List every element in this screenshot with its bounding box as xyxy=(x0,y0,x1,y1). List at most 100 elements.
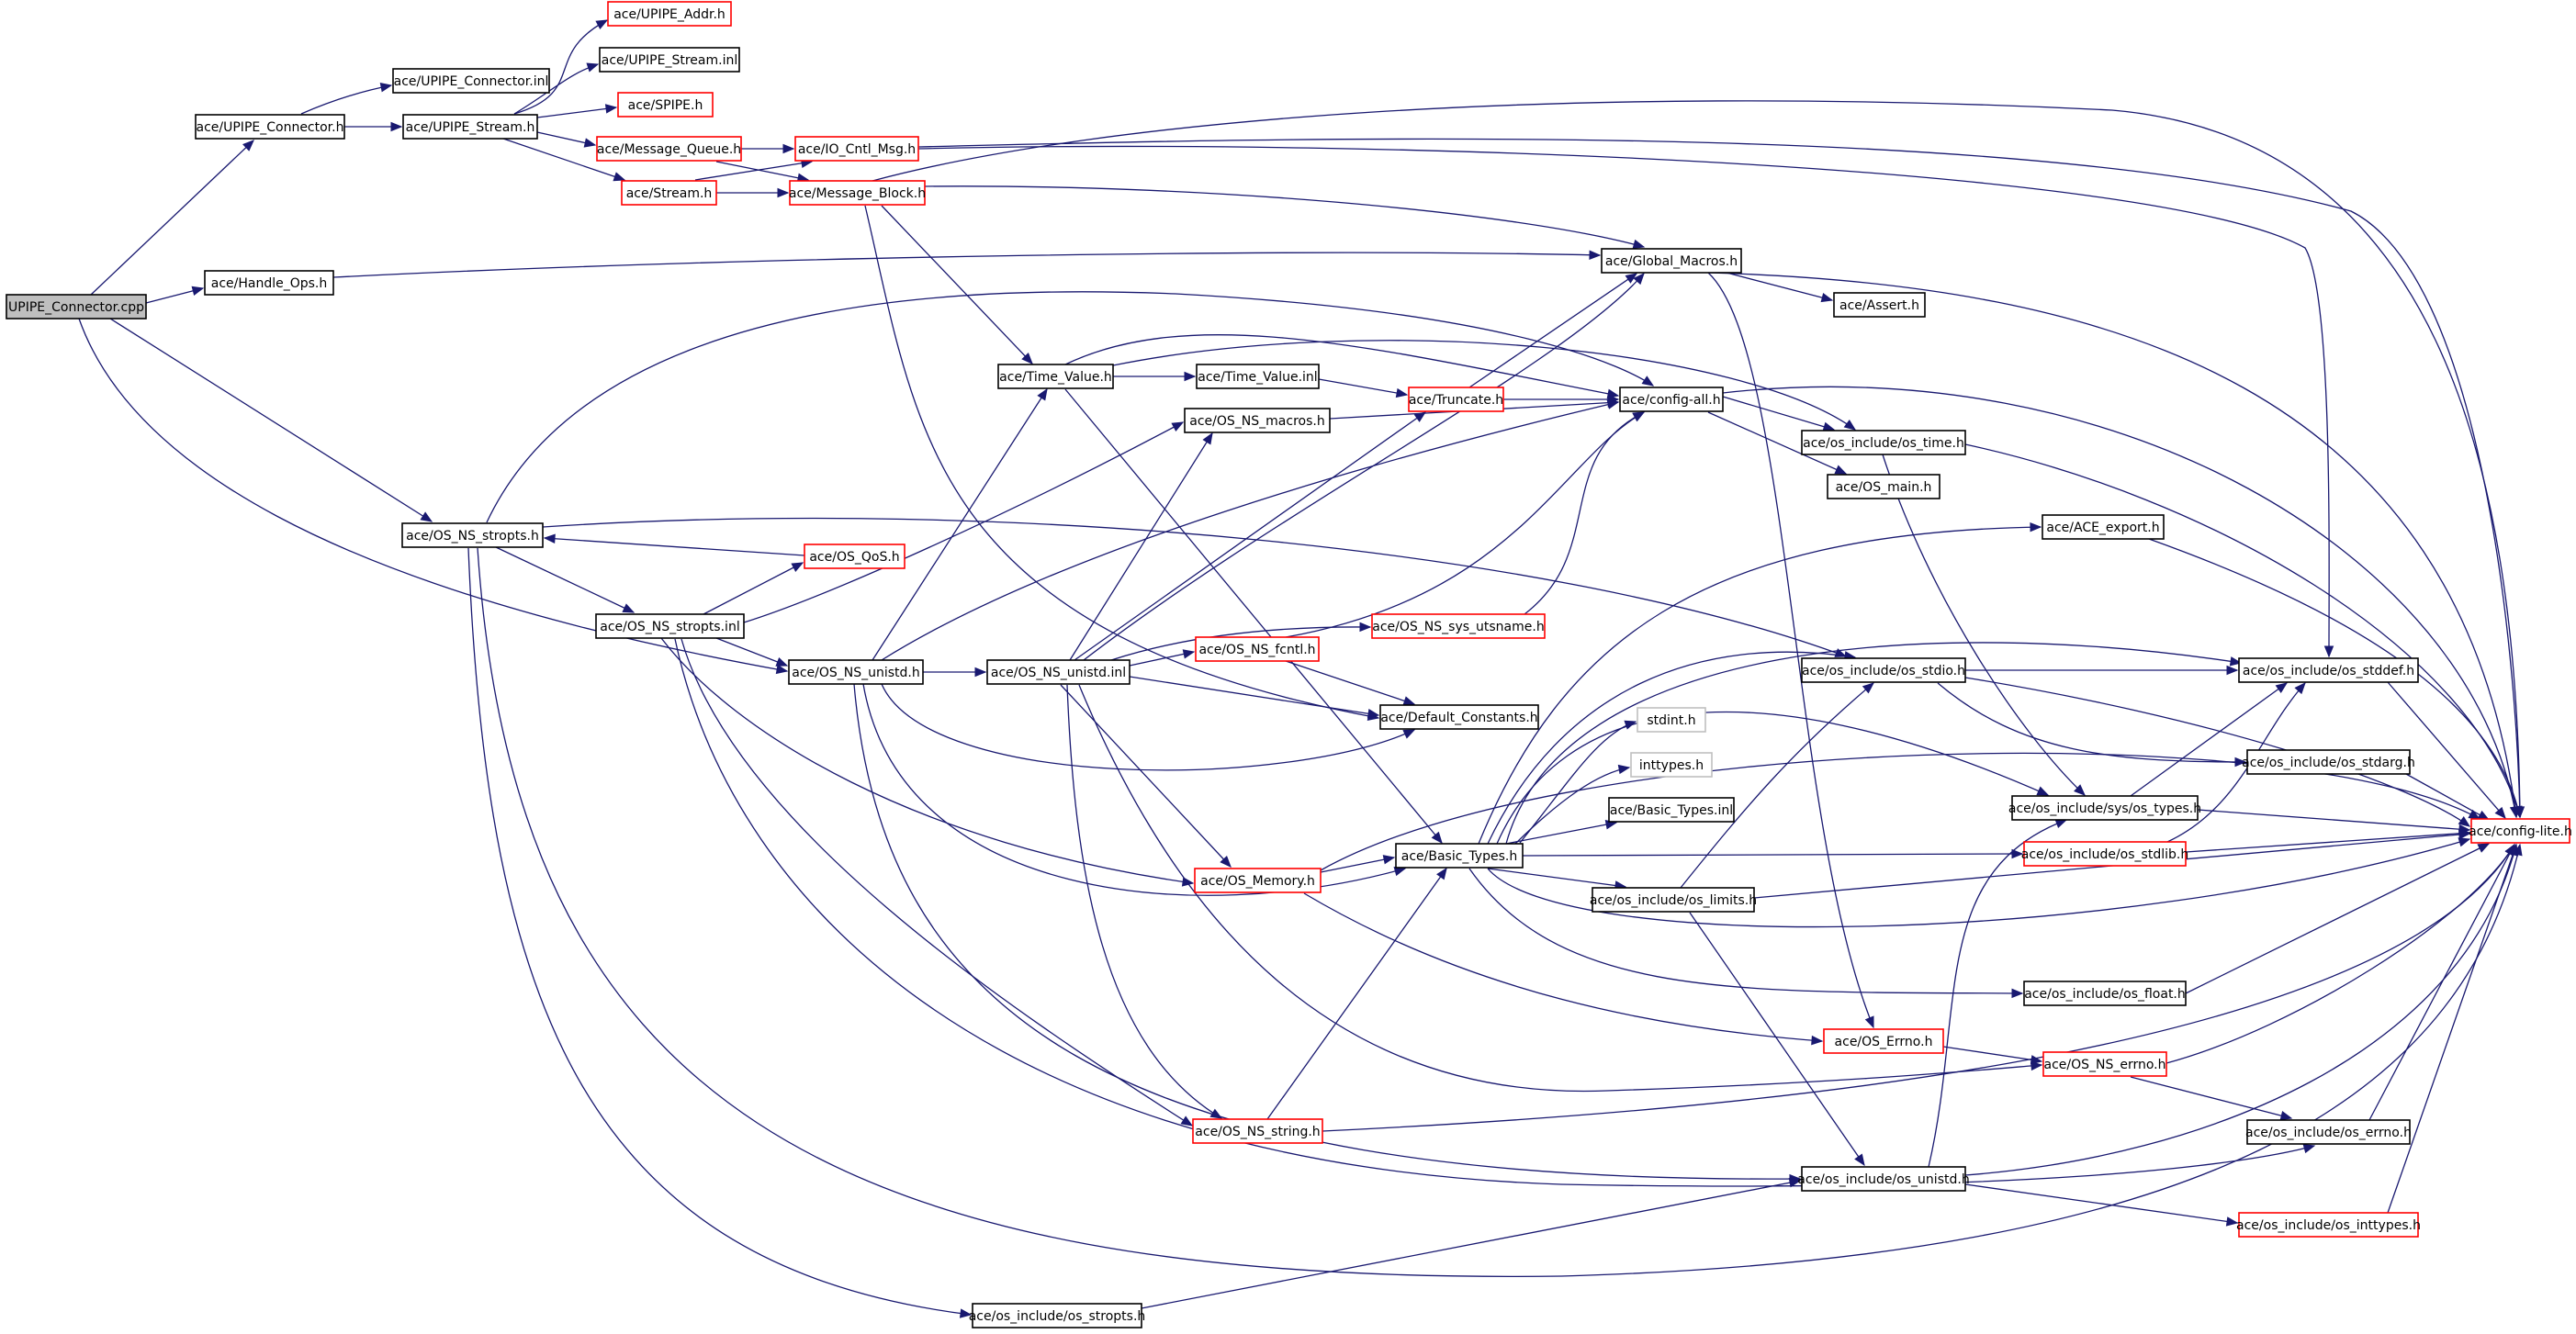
node-os_memory[interactable]: ace/OS_Memory.h xyxy=(1194,868,1322,893)
node-os_ns_fcntl[interactable]: ace/OS_NS_fcntl.h xyxy=(1195,636,1320,662)
node-label: ace/OS_QoS.h xyxy=(809,550,899,565)
node-box xyxy=(1619,387,1724,412)
node-os_stropts[interactable]: ace/os_include/os_stropts.h xyxy=(969,1303,1146,1328)
edge-arrowhead xyxy=(1862,682,1875,694)
node-os_ns_macros[interactable]: ace/OS_NS_macros.h xyxy=(1184,408,1331,433)
edge-arrowhead xyxy=(191,286,205,296)
edge-line xyxy=(2130,682,2288,797)
node-os_ns_unistd_inl[interactable]: ace/OS_NS_unistd.inl xyxy=(986,659,1131,685)
edge-basic_types_h-to-os_float xyxy=(1468,868,2024,999)
node-time_value_inl[interactable]: ace/Time_Value.inl xyxy=(1196,364,1320,389)
node-os_ns_sys_utsname[interactable]: ace/OS_NS_sys_utsname.h xyxy=(1371,613,1546,639)
node-truncate[interactable]: ace/Truncate.h xyxy=(1408,387,1504,412)
node-box xyxy=(1196,364,1320,389)
edge-arrowhead xyxy=(2226,665,2239,676)
node-os_main[interactable]: ace/OS_main.h xyxy=(1827,474,1940,499)
node-os_inttypes[interactable]: ace/os_include/os_inttypes.h xyxy=(2236,1212,2421,1238)
node-os_ns_string[interactable]: ace/OS_NS_string.h xyxy=(1192,1118,1323,1144)
node-os_stdarg[interactable]: ace/os_include/os_stdarg.h xyxy=(2242,749,2415,775)
edge-arrowhead xyxy=(1171,421,1185,432)
edge-arrowhead xyxy=(1617,764,1631,775)
node-label: ace/Default_Constants.h xyxy=(1380,711,1537,725)
edge-global_macros-to-os_errno_h xyxy=(1707,272,1874,1029)
edge-line xyxy=(495,546,635,613)
edge-config_all-to-os_main xyxy=(1707,411,1848,475)
node-box xyxy=(788,659,924,685)
edge-basic_types_h-to-os_stdlib xyxy=(1522,848,2024,859)
edge-handle_ops-to-global_macros xyxy=(332,250,1602,278)
node-os_time[interactable]: ace/os_include/os_time.h xyxy=(1801,430,1966,455)
node-label: ace/OS_NS_errno.h xyxy=(2043,1058,2165,1072)
edge-os_ns_errno-to-os_inc_errno xyxy=(2130,1076,2293,1121)
node-os_limits[interactable]: ace/os_include/os_limits.h xyxy=(1590,887,1757,913)
edge-line xyxy=(477,547,2521,1278)
edge-arrowhead xyxy=(1834,465,1848,475)
edge-os_unistd-to-os_inttypes xyxy=(1964,1183,2239,1227)
node-os_ns_errno[interactable]: ace/OS_NS_errno.h xyxy=(2042,1051,2167,1077)
edge-line xyxy=(694,161,813,181)
edge-line xyxy=(1964,443,2521,818)
edge-arrowhead xyxy=(2323,645,2334,658)
edge-line xyxy=(2130,1076,2292,1119)
edge-line xyxy=(1285,660,1415,705)
node-upipe_stream_h[interactable]: ace/UPIPE_Stream.h xyxy=(402,114,538,140)
node-os_stdlib[interactable]: ace/os_include/os_stdlib.h xyxy=(2021,841,2188,867)
node-os_inc_errno[interactable]: ace/os_include/os_errno.h xyxy=(2245,1119,2412,1145)
node-msg_block[interactable]: ace/Message_Block.h xyxy=(789,180,926,206)
node-label: ace/Basic_Types.inl xyxy=(1610,803,1733,818)
node-io_cntl[interactable]: ace/IO_Cntl_Msg.h xyxy=(794,136,919,162)
edge-line xyxy=(1478,526,2042,845)
edge-line xyxy=(1487,838,2470,928)
node-sys_os_types[interactable]: ace/os_include/sys/os_types.h xyxy=(2008,795,2201,821)
edge-line xyxy=(681,638,1193,1127)
node-stream_h[interactable]: ace/Stream.h xyxy=(621,180,717,206)
edge-arrowhead xyxy=(1180,1115,1194,1127)
node-os_stdio[interactable]: ace/os_include/os_stdio.h xyxy=(1801,657,1966,683)
node-os_ns_stropts_h[interactable]: ace/OS_NS_stropts.h xyxy=(401,522,544,548)
node-upipe_stream_inl[interactable]: ace/UPIPE_Stream.inl xyxy=(599,47,740,73)
edge-line xyxy=(1524,411,1645,615)
node-basic_types_inl[interactable]: ace/Basic_Types.inl xyxy=(1608,797,1735,823)
node-basic_types_h[interactable]: ace/Basic_Types.h xyxy=(1395,843,1524,869)
node-inttypes[interactable]: inttypes.h xyxy=(1630,752,1713,778)
node-os_errno_h[interactable]: ace/OS_Errno.h xyxy=(1823,1028,1944,1054)
node-os_float[interactable]: ace/os_include/os_float.h xyxy=(2023,981,2187,1006)
node-upipe_addr[interactable]: ace/UPIPE_Addr.h xyxy=(607,1,732,27)
node-stdint[interactable]: stdint.h xyxy=(1637,707,1706,733)
node-upipe_conn_h[interactable]: ace/UPIPE_Connector.h xyxy=(195,114,345,140)
node-os_ns_stropts_inl[interactable]: ace/OS_NS_stropts.inl xyxy=(595,613,745,639)
node-os_unistd[interactable]: ace/os_include/os_unistd.h xyxy=(1797,1166,1970,1192)
node-spipe[interactable]: ace/SPIPE.h xyxy=(617,92,714,118)
node-handle_ops[interactable]: ace/Handle_Ops.h xyxy=(204,270,334,296)
node-os_qos[interactable]: ace/OS_QoS.h xyxy=(804,544,906,569)
edge-basic_types_h-to-sys_os_types xyxy=(1496,711,2050,845)
edge-arrowhead xyxy=(2011,988,2024,999)
node-label: ace/Stream.h xyxy=(626,186,713,201)
node-ace_export[interactable]: ace/ACE_export.h xyxy=(2042,514,2165,540)
node-label: UPIPE_Connector.cpp xyxy=(8,300,144,315)
node-box xyxy=(1637,707,1706,733)
node-box xyxy=(6,294,147,319)
node-assert_h[interactable]: ace/Assert.h xyxy=(1833,292,1926,318)
edge-time_value_h-to-time_value_inl xyxy=(1113,371,1197,382)
node-default_constants[interactable]: ace/Default_Constants.h xyxy=(1379,704,1539,730)
node-upipe_conn_inl[interactable]: ace/UPIPE_Connector.inl xyxy=(392,68,550,94)
edge-line xyxy=(1318,378,1408,396)
edge-line xyxy=(917,138,2521,818)
edge-line xyxy=(1060,684,1232,868)
node-global_macros[interactable]: ace/Global_Macros.h xyxy=(1601,248,1742,274)
node-os_stddef[interactable]: ace/os_include/os_stddef.h xyxy=(2238,657,2419,683)
edge-time_value_h-to-os_time xyxy=(1112,340,1857,431)
edge-arrowhead xyxy=(613,172,626,182)
edge-arrowhead xyxy=(1021,353,1033,364)
edge-line xyxy=(1066,684,1222,1119)
node-msg_queue[interactable]: ace/Message_Queue.h xyxy=(596,136,742,162)
node-label: ace/OS_NS_macros.h xyxy=(1189,414,1324,429)
edge-msg_block-to-time_value_h xyxy=(881,205,1033,364)
node-os_ns_unistd_h[interactable]: ace/OS_NS_unistd.h xyxy=(788,659,924,685)
node-config_lite[interactable]: ace/config-lite.h xyxy=(2469,818,2572,844)
node-config_all[interactable]: ace/config-all.h xyxy=(1619,387,1724,412)
node-time_value_h[interactable]: ace/Time_Value.h xyxy=(997,364,1114,389)
edge-upipe_stream_h-to-upipe_stream_inl xyxy=(513,62,600,115)
node-label: ace/os_include/os_unistd.h xyxy=(1797,1172,1969,1187)
